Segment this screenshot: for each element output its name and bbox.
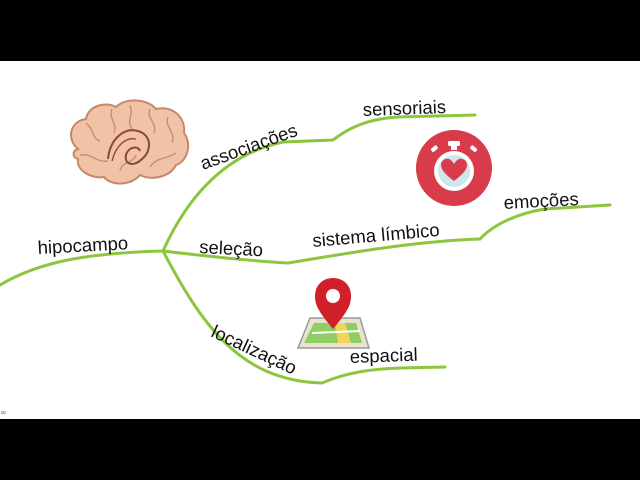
branch-line-localizacao (161, 249, 324, 385)
label-localizacao: localização (208, 321, 300, 379)
branch-line-emocoes (478, 203, 612, 241)
mind-map-canvas: hipocampo associações sensoriais seleção… (0, 61, 640, 419)
label-sensoriais: sensoriais (362, 96, 446, 120)
corner-mark-icon: ∞ (0, 408, 7, 417)
label-selecao: seleção (199, 236, 264, 260)
branch-line-espacial (320, 365, 447, 385)
branch-line-sensoriais (331, 113, 477, 142)
branch-line-associacoes (161, 138, 335, 253)
branch-line-selecao (161, 249, 290, 265)
branch-line-sistema-limbico (286, 237, 482, 265)
map-pin-icon (296, 278, 371, 349)
branch-line-hipocampo (0, 249, 165, 287)
label-sistema-limbico: sistema límbico (312, 219, 441, 251)
label-associacoes: associações (197, 119, 300, 174)
heart-stopwatch-icon (416, 130, 492, 206)
label-espacial: espacial (349, 344, 418, 367)
label-hipocampo: hipocampo (37, 232, 128, 258)
mind-map-diagram: hipocampo associações sensoriais seleção… (0, 96, 612, 417)
label-emocoes: emoções (503, 188, 579, 213)
brain-icon (70, 99, 190, 185)
